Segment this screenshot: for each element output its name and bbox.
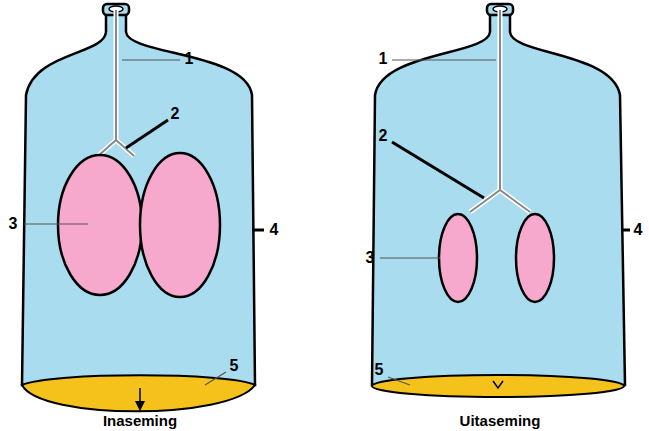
lung-left xyxy=(58,155,142,295)
callout-number: 1 xyxy=(379,51,388,67)
leader-line xyxy=(392,59,496,60)
lung-left xyxy=(439,214,477,302)
lung-right xyxy=(140,153,220,297)
trachea-outline xyxy=(470,10,530,212)
diaphragm-arrow xyxy=(493,381,503,388)
leader-line xyxy=(621,229,630,232)
leader-line xyxy=(252,229,264,232)
leader-line xyxy=(126,120,168,148)
leader-line xyxy=(205,372,226,385)
caption: Inaseming xyxy=(103,413,177,428)
callout-number: 4 xyxy=(634,222,643,238)
leader-line xyxy=(24,223,88,224)
callout-number: 2 xyxy=(171,106,180,122)
diaphragm xyxy=(372,375,624,397)
callout-number: 3 xyxy=(9,216,18,232)
diaphragm-arrow xyxy=(139,388,141,409)
callout-number: 4 xyxy=(270,222,279,238)
jar-body xyxy=(22,14,255,385)
diaphragm xyxy=(22,375,255,411)
callout-number: 5 xyxy=(230,358,239,374)
trachea-bronchi xyxy=(98,10,134,156)
leader-line xyxy=(388,377,410,385)
callout-number: 3 xyxy=(366,250,375,266)
bell-jar-exhale xyxy=(372,4,630,397)
callout-number: 2 xyxy=(379,128,388,144)
leader-line xyxy=(392,142,484,198)
leader-line xyxy=(122,59,180,60)
leader-line xyxy=(380,257,440,258)
bell-jar-inhale xyxy=(22,4,264,411)
trachea-outline xyxy=(98,10,134,156)
caption: Uitaseming xyxy=(460,413,541,428)
callout-number: 5 xyxy=(375,362,384,378)
lung-right xyxy=(516,214,554,302)
callout-number: 1 xyxy=(185,51,194,67)
trachea-bronchi xyxy=(470,10,530,212)
